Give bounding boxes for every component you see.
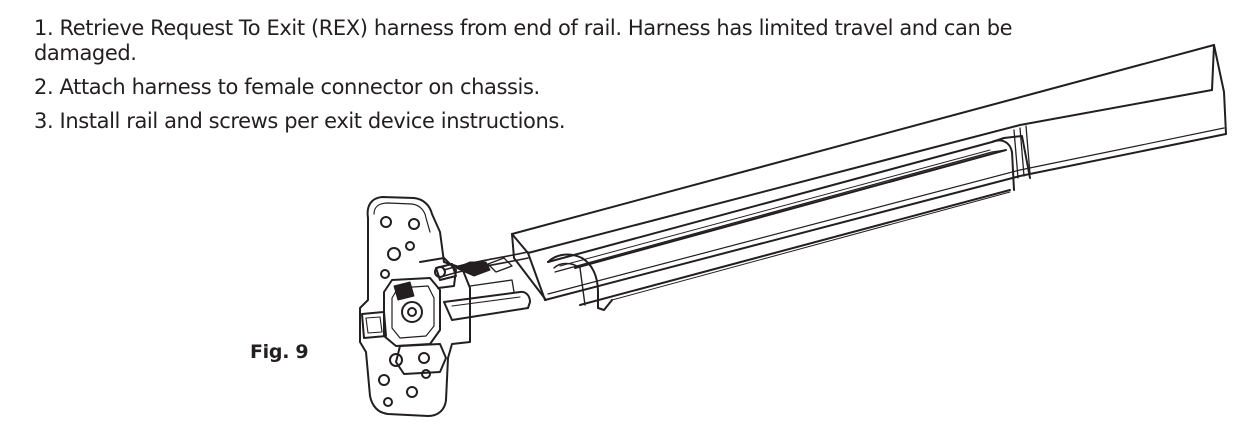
exit-device-rail — [511, 44, 1227, 301]
instruction-step-2: 2. Attach harness to female connector on… — [34, 75, 1014, 100]
step-text: Retrieve Request To Exit (REX) harness f… — [34, 16, 1013, 65]
step-number: 2. — [34, 75, 54, 99]
step-number: 3. — [34, 109, 54, 133]
step-number: 1. — [34, 16, 54, 40]
step-text: Install rail and screws per exit device … — [59, 109, 566, 133]
push-pad — [547, 125, 1031, 311]
instruction-step-3: 3. Install rail and screws per exit devi… — [34, 109, 1014, 134]
chassis-plate — [359, 196, 471, 417]
instruction-step-1: 1. Retrieve Request To Exit (REX) harnes… — [34, 16, 1014, 66]
figure-label: Fig. 9 — [250, 341, 309, 363]
instruction-list: 1. Retrieve Request To Exit (REX) harnes… — [34, 16, 1014, 143]
rex-harness — [435, 251, 529, 281]
step-text: Attach harness to female connector on ch… — [59, 75, 541, 99]
actuator-arm — [443, 279, 531, 321]
